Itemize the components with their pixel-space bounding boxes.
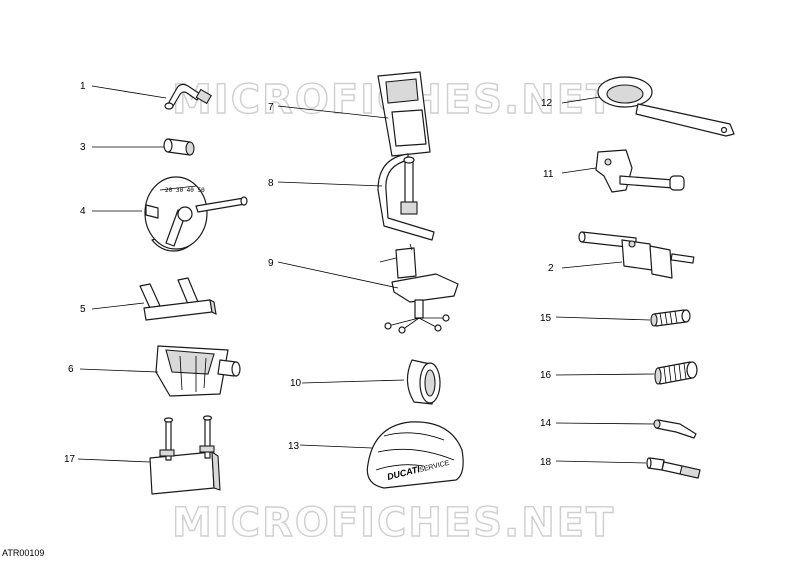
callout-10: 10 <box>290 378 302 389</box>
part-15-threaded-adapter <box>650 309 691 327</box>
part-9-engine-stand <box>379 243 459 334</box>
part-18-drift <box>646 457 701 479</box>
callout-8: 8 <box>268 178 274 189</box>
callout-5: 5 <box>80 304 86 315</box>
part-6-flywheel-holder <box>155 345 241 397</box>
callout-13: 13 <box>288 441 300 452</box>
callout-16: 16 <box>540 370 552 381</box>
part-8-c-clamp <box>377 153 435 241</box>
drawing-code: ATR00109 <box>2 548 45 558</box>
callout-14: 14 <box>540 418 552 429</box>
part-5-bridge-plate <box>139 277 217 321</box>
part-13-service-cover: DUCATI SERVICE <box>366 421 464 489</box>
callout-2: 2 <box>548 263 554 274</box>
callout-18: 18 <box>540 457 552 468</box>
watermark-bottom: MICROFICHES.NET <box>172 500 615 546</box>
part-7-handheld-tester <box>377 71 431 157</box>
part-3-bushing <box>163 138 195 156</box>
callout-7: 7 <box>268 102 274 113</box>
callout-9: 9 <box>268 258 274 269</box>
callout-1: 1 <box>80 81 86 92</box>
callout-6: 6 <box>68 364 74 375</box>
callout-17: 17 <box>64 454 76 465</box>
callout-4: 4 <box>80 206 86 217</box>
callout-12: 12 <box>541 98 553 109</box>
svg-text:20 30 40 50: 20 30 40 50 <box>165 187 205 194</box>
part-2-shaft-fixture <box>578 231 695 279</box>
part-12-ring-nut-wrench <box>597 76 735 137</box>
callout-11: 11 <box>543 169 554 180</box>
part-17-stud-fixture <box>149 415 221 495</box>
part-16-threaded-adapter <box>654 361 698 385</box>
part-10-ring <box>406 359 441 405</box>
part-14-tapered-pin <box>653 419 697 439</box>
callout-3: 3 <box>80 142 86 153</box>
part-4-degree-wheel: 20 30 40 50 <box>144 176 248 252</box>
callout-15: 15 <box>540 313 552 324</box>
part-11-puller <box>595 149 685 193</box>
part-1-bent-pin <box>164 83 212 110</box>
